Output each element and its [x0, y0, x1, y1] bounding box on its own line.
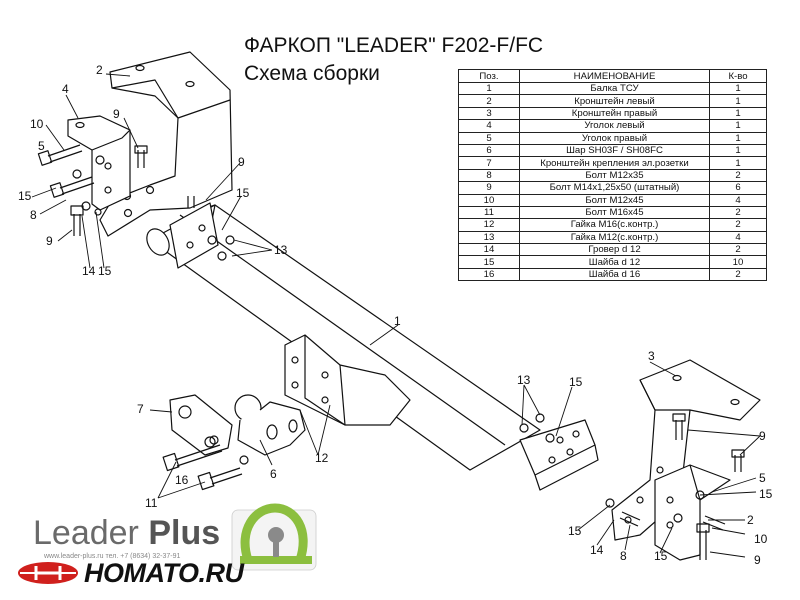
parts-table-header: Поз. НАИМЕНОВАНИЕ К-во: [458, 69, 767, 83]
callout-16: 16: [175, 473, 189, 487]
cell-qty: 4: [709, 193, 767, 207]
cell-qty: 2: [709, 205, 767, 220]
callout-9d: 9: [759, 429, 766, 443]
callout-3: 3: [648, 349, 655, 363]
nuts-top: [207, 235, 555, 443]
callout-15g: 15: [654, 549, 668, 563]
cell-qty: 2: [709, 243, 767, 257]
left-bracket-part: [99, 51, 233, 237]
cell-name: Гайка М12(с.контр.): [519, 230, 710, 245]
beam-right-plate: [519, 419, 599, 491]
cell-qty: 6: [709, 181, 767, 195]
callout-8b: 8: [620, 549, 627, 563]
socket-bracket-part: [169, 394, 233, 456]
ball-mount-bracket: [284, 334, 411, 426]
site-name: HOMATO.RU: [84, 558, 244, 588]
cell-qty: 2: [709, 267, 767, 282]
cell-qty: 1: [709, 156, 767, 170]
callout-15d: 15: [569, 375, 583, 389]
left-bolts: [37, 144, 195, 236]
tow-ball-part: [234, 394, 306, 456]
callout-13: 13: [274, 243, 288, 257]
callout-14b: 14: [590, 543, 604, 557]
cell-pos: 9: [458, 181, 520, 195]
leader-lines: [31, 73, 761, 558]
cell-name: Уголок левый: [519, 119, 710, 133]
cell-qty: 4: [709, 230, 767, 245]
bolts-m16: [162, 436, 249, 491]
right-angle-part: [654, 464, 731, 561]
callout-12: 12: [315, 451, 329, 465]
callout-10: 10: [30, 117, 44, 131]
callout-8: 8: [30, 208, 37, 222]
callout-11: 11: [145, 496, 158, 510]
cell-qty: 1: [709, 119, 767, 133]
callout-5b: 5: [759, 471, 766, 485]
callout-15f: 15: [568, 524, 582, 538]
homato-logo-icon: [18, 562, 78, 584]
cell-name: Болт М14х1,25х50 (штатный): [519, 181, 710, 195]
callout-15e: 15: [759, 487, 773, 501]
beam-left-plate: [169, 202, 219, 269]
cell-name: Шайба d 16: [519, 267, 710, 282]
diagram-title: ФАРКОП "LEADER" F202-F/FC: [244, 34, 544, 57]
cell-qty: 1: [709, 131, 767, 145]
cell-qty: 2: [709, 218, 767, 232]
callout-7: 7: [137, 402, 144, 416]
cell-qty: 1: [709, 143, 767, 158]
callout-14: 14: [82, 264, 96, 278]
cell-name: Гайка М16(с.контр.): [519, 218, 710, 232]
cell-pos: 4: [458, 119, 520, 133]
callout-2b: 2: [747, 513, 754, 527]
diagram-subtitle: Схема сборки: [244, 62, 380, 85]
left-angle-part: [67, 115, 131, 211]
leader-plus-logo-icon: [231, 503, 317, 571]
callout-10b: 10: [754, 532, 768, 546]
callout-5: 5: [38, 139, 45, 153]
brand-plus: Plus: [148, 514, 221, 552]
callout-13b: 13: [517, 373, 531, 387]
cell-qty: 2: [709, 168, 767, 183]
callout-9: 9: [113, 107, 120, 121]
callout-9e: 9: [754, 553, 761, 567]
brand-name: Leader Plus: [33, 515, 220, 551]
brand-leader: Leader: [33, 514, 139, 552]
cell-pos: 11: [458, 205, 520, 220]
callout-9c: 9: [46, 234, 53, 248]
callout-15b: 15: [236, 186, 250, 200]
callout-15c: 15: [98, 264, 112, 278]
callout-labels: 2 4 9 10 5 9 15 8 15 9 13 14 15 1 3 13 1…: [18, 63, 773, 567]
callout-4: 4: [62, 82, 69, 96]
callout-9b: 9: [238, 155, 245, 169]
cell-pos: 7: [458, 156, 520, 170]
callout-1: 1: [394, 314, 401, 328]
callout-15: 15: [18, 189, 32, 203]
callout-2: 2: [96, 63, 103, 77]
brand-contacts: www.leader-plus.ru тел. +7 (8634) 32-37-…: [44, 553, 181, 560]
callout-6: 6: [270, 467, 277, 481]
cell-pos: 10: [458, 193, 520, 207]
